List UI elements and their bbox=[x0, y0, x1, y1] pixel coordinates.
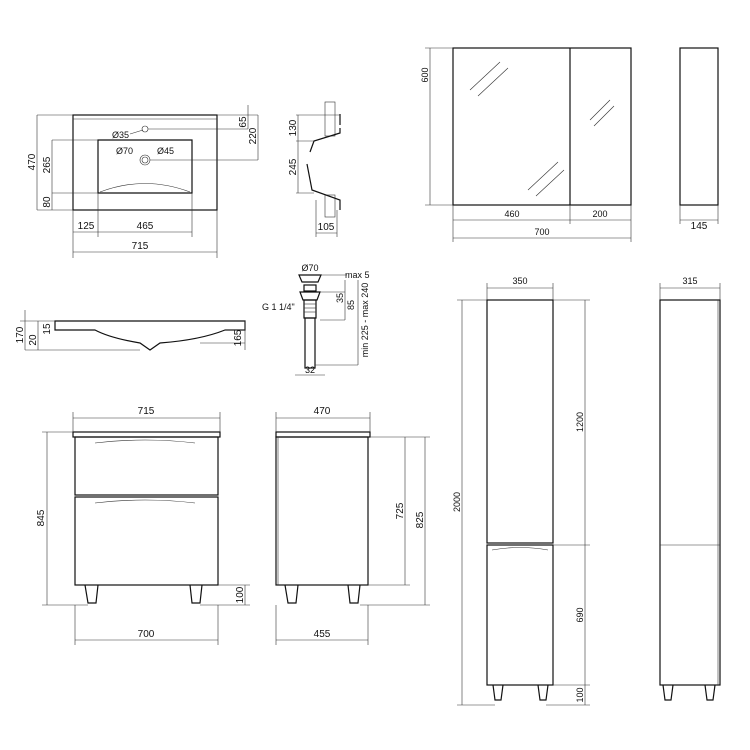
dim-legs: 100 bbox=[235, 586, 246, 603]
label-max: max 5 bbox=[345, 270, 370, 280]
dim-tall-width: 350 bbox=[512, 276, 527, 286]
dim-bowl: 245 bbox=[288, 158, 299, 175]
dim-side-height: 170 bbox=[15, 326, 26, 343]
vanity-front-view: 715 845 100 700 bbox=[36, 406, 250, 645]
dim-lower: 690 bbox=[575, 607, 585, 622]
dim-rim: 20 bbox=[28, 334, 39, 346]
dim-bowl-depth: 265 bbox=[42, 156, 53, 173]
vanity-side-view: 470 455 725 825 bbox=[275, 406, 430, 645]
label-cap: Ø70 bbox=[301, 263, 318, 273]
basin-top-view: 715 465 125 470 265 80 65 220 Ø35 Ø70 Ø4… bbox=[27, 105, 259, 258]
dim-top-depth: 470 bbox=[314, 406, 331, 417]
dim-bottom-width: 700 bbox=[138, 629, 155, 640]
dim-drain-offset: 220 bbox=[248, 127, 259, 144]
label-thread: G 1 1/4" bbox=[262, 302, 295, 312]
label-drain-inner: Ø45 bbox=[157, 146, 174, 156]
dim-bowl-height: 165 bbox=[233, 329, 244, 346]
label-tap-hole: Ø35 bbox=[112, 130, 129, 140]
basin-side-view: 170 20 15 165 bbox=[15, 310, 246, 351]
dim-front: 80 bbox=[42, 196, 53, 208]
tall-cabinet: 350 315 2000 1200 690 100 bbox=[452, 276, 721, 706]
dim-tall-height: 2000 bbox=[452, 492, 462, 512]
dim-edge: 15 bbox=[42, 323, 53, 335]
dim-tall-legs: 100 bbox=[575, 687, 585, 702]
mirror-cabinet: 600 460 200 700 145 bbox=[420, 47, 719, 242]
dim-section-depth: 105 bbox=[318, 222, 335, 233]
dim-tall-depth: 315 bbox=[682, 276, 697, 286]
dim-mirror-depth: 145 bbox=[691, 221, 708, 232]
dim-bottom-depth: 455 bbox=[314, 629, 331, 640]
dim-height: 845 bbox=[36, 509, 47, 526]
dim-h1: 35 bbox=[335, 293, 345, 303]
dim-h2: 85 bbox=[346, 300, 356, 310]
dim-bowl-width: 465 bbox=[137, 221, 154, 232]
basin-section-view: 130 245 105 bbox=[288, 101, 341, 237]
dim-body: 725 bbox=[395, 502, 406, 519]
dim-left-offset: 125 bbox=[78, 221, 95, 232]
dim-tap-offset: 65 bbox=[238, 116, 249, 128]
dim-upper: 1200 bbox=[575, 412, 585, 432]
drain-fitting: Ø70 max 5 G 1 1/4" 35 85 min 225 - max 2… bbox=[262, 263, 370, 376]
dim-pipe: 32 bbox=[305, 365, 315, 375]
dim-mirror-width: 700 bbox=[534, 227, 549, 237]
dim-depth: 470 bbox=[27, 153, 38, 170]
dim-mirror-height: 600 bbox=[420, 67, 430, 82]
dim-range: min 225 - max 240 bbox=[360, 283, 370, 358]
dim-door-right: 200 bbox=[592, 209, 607, 219]
dim-top-width: 715 bbox=[138, 406, 155, 417]
label-drain-outer: Ø70 bbox=[116, 146, 133, 156]
dim-width: 715 bbox=[132, 241, 149, 252]
dim-door-left: 460 bbox=[504, 209, 519, 219]
dim-total: 825 bbox=[415, 511, 426, 528]
dim-upper: 130 bbox=[288, 119, 299, 136]
